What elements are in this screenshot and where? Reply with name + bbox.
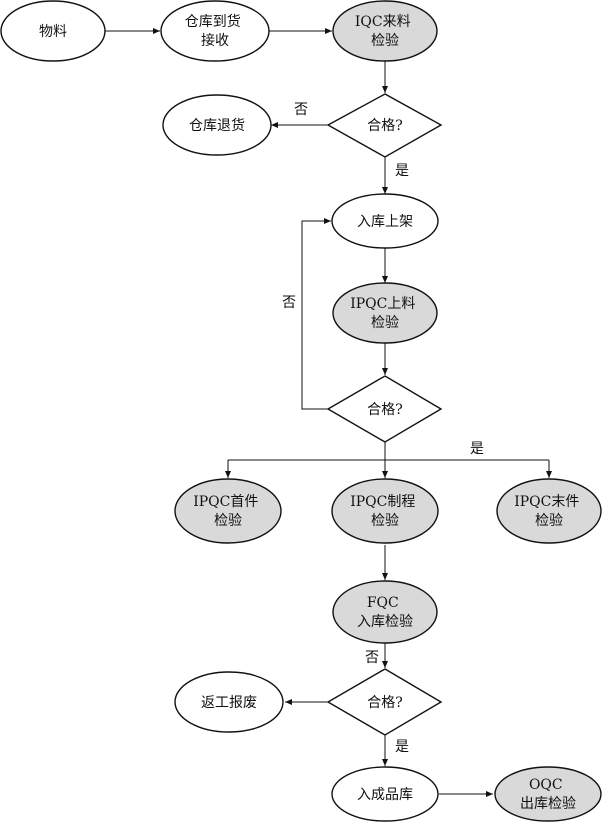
node-text: 仓库到货 <box>185 13 241 30</box>
node-text: 仓库退货 <box>189 117 245 134</box>
node-fqc-inspection: FQC 入库检验 <box>332 580 438 644</box>
node-text: 合格? <box>367 118 403 134</box>
label-d3-no: 否 <box>365 650 379 666</box>
node-text: OQC <box>529 777 563 793</box>
svg-text:OQC 出库检验: OQC 出库检验 <box>520 777 576 812</box>
node-material: 物料 <box>0 0 106 62</box>
svg-text:FQC 入库检验: FQC 入库检验 <box>357 595 413 630</box>
label-d1-no: 否 <box>294 102 308 118</box>
svg-text:合格?: 合格? <box>367 118 403 134</box>
node-text: IPQC上料 <box>350 296 415 312</box>
svg-text:入库上架: 入库上架 <box>357 214 413 230</box>
edge-decision2-loop-back <box>301 218 331 410</box>
node-text: 合格? <box>367 695 403 711</box>
node-ipqc-feed-inspection: IPQC上料 检验 <box>332 282 438 344</box>
label-d2-yes: 是 <box>470 441 484 457</box>
node-stock-in: 入库上架 <box>331 193 439 249</box>
svg-text:物料: 物料 <box>39 24 67 40</box>
svg-text:返工报废: 返工报废 <box>201 695 257 711</box>
svg-text:仓库到货 接收: 仓库到货 接收 <box>185 13 245 49</box>
label-d3-yes: 是 <box>395 739 409 755</box>
node-text: IPQC首件 <box>193 494 258 510</box>
node-text: 检验 <box>535 513 563 529</box>
node-text: 出库检验 <box>520 796 576 812</box>
node-text: IPQC制程 <box>350 494 415 510</box>
svg-text:入成品库: 入成品库 <box>357 787 413 803</box>
decision-2: 合格? <box>326 375 443 443</box>
node-warehouse-return: 仓库退货 <box>162 94 272 156</box>
node-text: IQC来料 <box>355 14 411 30</box>
node-text: 接收 <box>201 32 229 49</box>
decision-3: 合格? <box>326 668 443 736</box>
node-warehouse-receive: 仓库到货 接收 <box>160 0 270 62</box>
node-text: 返工报废 <box>201 695 257 711</box>
node-text: 入成品库 <box>357 787 413 803</box>
svg-text:IPQC首件 检验: IPQC首件 检验 <box>193 494 263 529</box>
svg-text:IPQC制程 检验: IPQC制程 检验 <box>350 494 420 529</box>
node-ipqc-first-inspection: IPQC首件 检验 <box>174 478 282 544</box>
node-ipqc-process-inspection: IPQC制程 检验 <box>331 478 439 544</box>
node-text: 合格? <box>367 402 403 418</box>
node-text: 检验 <box>371 33 399 49</box>
node-text: 物料 <box>39 24 67 40</box>
node-ipqc-last-inspection: IPQC末件 检验 <box>496 478 602 544</box>
node-text: 入库上架 <box>357 214 413 230</box>
node-text: 检验 <box>214 513 242 529</box>
node-text: FQC <box>367 595 399 611</box>
node-text: 检验 <box>371 513 399 529</box>
node-oqc-inspection: OQC 出库检验 <box>494 766 602 822</box>
svg-text:IPQC末件 检验: IPQC末件 检验 <box>514 494 584 529</box>
node-iqc-inspection: IQC来料 检验 <box>332 0 438 62</box>
svg-text:合格?: 合格? <box>367 695 403 711</box>
node-finished-stock: 入成品库 <box>331 766 439 822</box>
node-rework-scrap: 返工报废 <box>174 671 284 733</box>
node-text: 检验 <box>371 315 399 331</box>
label-d2-no: 否 <box>282 295 296 311</box>
svg-text:仓库退货: 仓库退货 <box>189 117 245 134</box>
svg-text:IPQC上料 检验: IPQC上料 检验 <box>350 296 420 331</box>
decision-1: 合格? <box>326 93 443 158</box>
label-d1-yes: 是 <box>395 163 409 179</box>
node-text: IPQC末件 <box>514 494 579 510</box>
svg-text:合格?: 合格? <box>367 402 403 418</box>
node-text: 入库检验 <box>357 614 413 630</box>
svg-text:IQC来料 检验: IQC来料 检验 <box>355 14 415 49</box>
